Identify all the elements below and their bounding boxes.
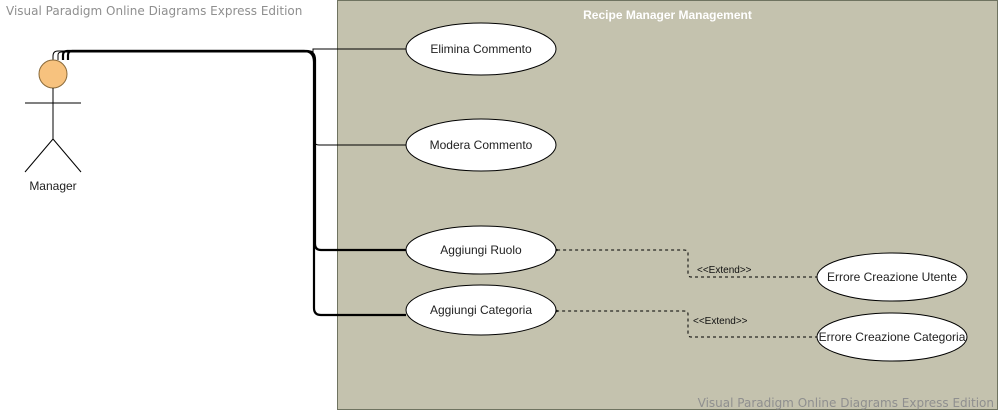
- watermark-top: Visual Paradigm Online Diagrams Express …: [6, 4, 303, 18]
- association-aggiungi-ruolo: [61, 49, 406, 252]
- extend-lines: [558, 250, 818, 338]
- use-case-label: Elimina Commento: [430, 42, 532, 56]
- use-case-errore-creazione-categoria[interactable]: Errore Creazione Categoria: [816, 312, 968, 362]
- use-case-modera-commento[interactable]: Modera Commento: [405, 118, 557, 172]
- extend-label-2: <<Extend>>: [693, 316, 748, 327]
- association-aggiungi-categoria: [66, 49, 406, 317]
- use-case-label: Aggiungi Categoria: [430, 303, 532, 317]
- use-case-errore-creazione-utente[interactable]: Errore Creazione Utente: [816, 252, 968, 302]
- extend-label-1: <<Extend>>: [697, 265, 752, 276]
- use-case-label: Errore Creazione Utente: [827, 270, 957, 284]
- use-case-aggiungi-ruolo[interactable]: Aggiungi Ruolo: [405, 225, 557, 275]
- extend-line-categoria: [558, 311, 818, 338]
- actor-head: [38, 59, 68, 89]
- system-title: Recipe Manager Management: [583, 8, 752, 22]
- use-case-label: Modera Commento: [430, 138, 533, 152]
- extend-line-ruolo: [558, 250, 818, 278]
- watermark-bottom: Visual Paradigm Online Diagrams Express …: [697, 396, 994, 410]
- actor-manager[interactable]: [24, 59, 82, 173]
- actor-label: Manager: [29, 179, 76, 193]
- use-case-aggiungi-categoria[interactable]: Aggiungi Categoria: [405, 284, 557, 336]
- use-case-elimina-commento[interactable]: Elimina Commento: [405, 22, 557, 76]
- use-case-label: Errore Creazione Categoria: [819, 330, 966, 344]
- association-lines: [52, 48, 406, 317]
- association-modera-commento: [57, 51, 406, 146]
- use-case-label: Aggiungi Ruolo: [440, 243, 522, 257]
